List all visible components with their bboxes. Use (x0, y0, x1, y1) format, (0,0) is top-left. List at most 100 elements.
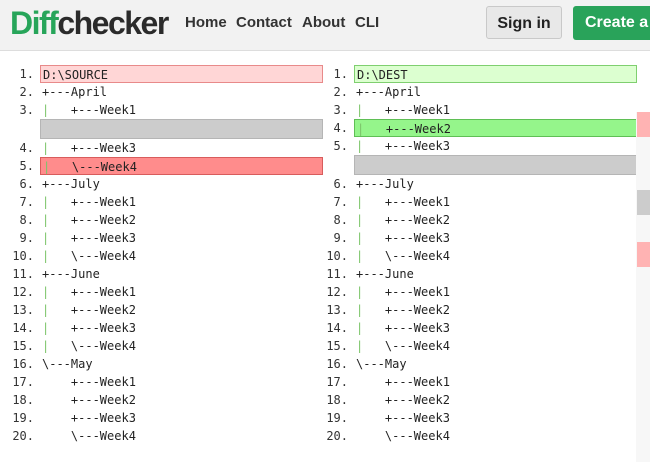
right-line-text: | +---Week2 (356, 213, 450, 227)
right-line-text: | +---Week3 (356, 321, 450, 335)
tree-pipe: | (357, 122, 365, 136)
right-line-text: | +---Week2 (356, 303, 450, 317)
right-line-number: 9. (333, 231, 348, 245)
right-line-number: 1. (333, 67, 348, 81)
left-diff-line: 12.| +---Week1 (6, 283, 323, 301)
right-diff-line: 4.| +---Week2 (320, 119, 637, 137)
create-account-button[interactable]: Create a (573, 6, 650, 40)
right-line-text: \---Week4 (356, 429, 450, 443)
right-diff-line: 11. +---June (320, 265, 637, 283)
right-line-number: 20. (326, 429, 348, 443)
tree-pipe: | (356, 231, 364, 245)
tree-pipe: | (42, 321, 50, 335)
right-line-content: | +---Week3 (354, 137, 637, 155)
left-line-content: | +---Week1 (40, 193, 323, 211)
left-line-text: | +---Week3 (42, 321, 136, 335)
left-line-number: 11. (12, 267, 34, 281)
left-diff-line: 15. | \---Week4 (6, 337, 323, 355)
tree-pipe: | (42, 303, 50, 317)
left-line-number: 1. (19, 67, 34, 81)
left-line-number: 8. (19, 213, 34, 227)
right-line-content: | +---Week1 (354, 193, 637, 211)
right-line-content: | +---Week1 (354, 101, 637, 119)
tree-pipe: | (356, 321, 364, 335)
right-line-text: | \---Week4 (356, 249, 450, 263)
left-line-number: 2. (19, 85, 34, 99)
right-line-content: +---June (354, 265, 637, 283)
right-line-number: 6. (333, 177, 348, 191)
scroll-marker-blank (637, 190, 650, 215)
left-line-number: 15. (12, 339, 34, 353)
right-line-number: 12. (326, 285, 348, 299)
left-line-content: \---Week4 (40, 427, 323, 445)
logo-checker-text: checker (57, 5, 169, 41)
right-line-content: \---May (354, 355, 637, 373)
right-line-content: +---April (354, 83, 637, 101)
right-diff-line: 13. | +---Week2 (320, 301, 637, 319)
left-line-text: | \---Week4 (42, 249, 136, 263)
right-line-content: +---Week3 (354, 409, 637, 427)
left-line-number: 17. (12, 375, 34, 389)
tree-pipe: | (42, 231, 50, 245)
tree-pipe: | (356, 285, 364, 299)
left-diff-line: 16.\---May (6, 355, 323, 373)
left-line-text: | +---Week3 (42, 141, 136, 155)
left-line-content: | \---Week4 (40, 337, 323, 355)
left-line-number: 5. (19, 159, 34, 173)
left-line-content: | \---Week4 (40, 247, 323, 265)
nav-about-link[interactable]: About (302, 14, 346, 31)
left-line-text: | \---Week4 (43, 160, 137, 174)
left-line-number: 3. (19, 103, 34, 117)
right-diff-line: 1. D:\DEST (320, 65, 637, 83)
left-line-text: +---April (42, 85, 108, 99)
diffchecker-logo[interactable]: Diffchecker (10, 4, 169, 42)
left-diff-line: 6.+---July (6, 175, 323, 193)
right-line-number: 11. (326, 267, 348, 281)
tree-pipe: | (42, 103, 50, 117)
left-diff-line: 13.| +---Week2 (6, 301, 323, 319)
right-line-number: 13. (326, 303, 348, 317)
scroll-marker-removed-2 (637, 242, 650, 267)
left-line-text: +---Week1 (42, 375, 136, 389)
right-line-text: +---June (356, 267, 414, 281)
right-line-content: | \---Week4 (354, 337, 637, 355)
left-diff-line: 19. +---Week3 (6, 409, 323, 427)
left-line-content: | +---Week3 (40, 229, 323, 247)
vertical-scrollbar[interactable] (636, 112, 650, 462)
left-line-content: | +---Week1 (40, 283, 323, 301)
tree-pipe: | (356, 303, 364, 317)
right-line-text: +---July (356, 177, 414, 191)
left-line-content: | +---Week3 (40, 139, 323, 157)
left-diff-line: 18. +---Week2 (6, 391, 323, 409)
right-diff-line: 2.+---April (320, 83, 637, 101)
right-blank-placeholder-row (354, 155, 637, 175)
left-line-text: | +---Week3 (42, 231, 136, 245)
right-diff-line: 15.| \---Week4 (320, 337, 637, 355)
right-line-content: | +---Week1 (354, 283, 637, 301)
right-diff-line: 17. +---Week1 (320, 373, 637, 391)
right-line-number: 17. (326, 375, 348, 389)
right-line-text: D:\DEST (357, 68, 408, 82)
tree-pipe: | (356, 103, 364, 117)
left-line-content: | +---Week1 (40, 101, 323, 119)
top-header: Diffchecker Home Contact About CLI Sign … (0, 0, 650, 51)
left-line-content: +---April (40, 83, 323, 101)
nav-cli-link[interactable]: CLI (355, 14, 380, 31)
left-line-text: | +---Week1 (42, 195, 136, 209)
left-line-number: 7. (19, 195, 34, 209)
sign-in-button[interactable]: Sign in (486, 6, 562, 39)
left-diff-line: 11.+---June (6, 265, 323, 283)
right-line-number: 4. (333, 121, 348, 135)
tree-pipe: | (356, 339, 364, 353)
right-line-number: 7. (333, 195, 348, 209)
right-line-text: +---Week2 (356, 393, 450, 407)
nav-contact-link[interactable]: Contact (236, 14, 292, 31)
right-line-content: | +---Week2 (354, 301, 637, 319)
right-line-content: | +---Week3 (354, 319, 637, 337)
nav-home-link[interactable]: Home (185, 14, 227, 31)
right-line-number: 14. (326, 321, 348, 335)
right-line-text: +---Week3 (356, 411, 450, 425)
left-line-number: 9. (19, 231, 34, 245)
